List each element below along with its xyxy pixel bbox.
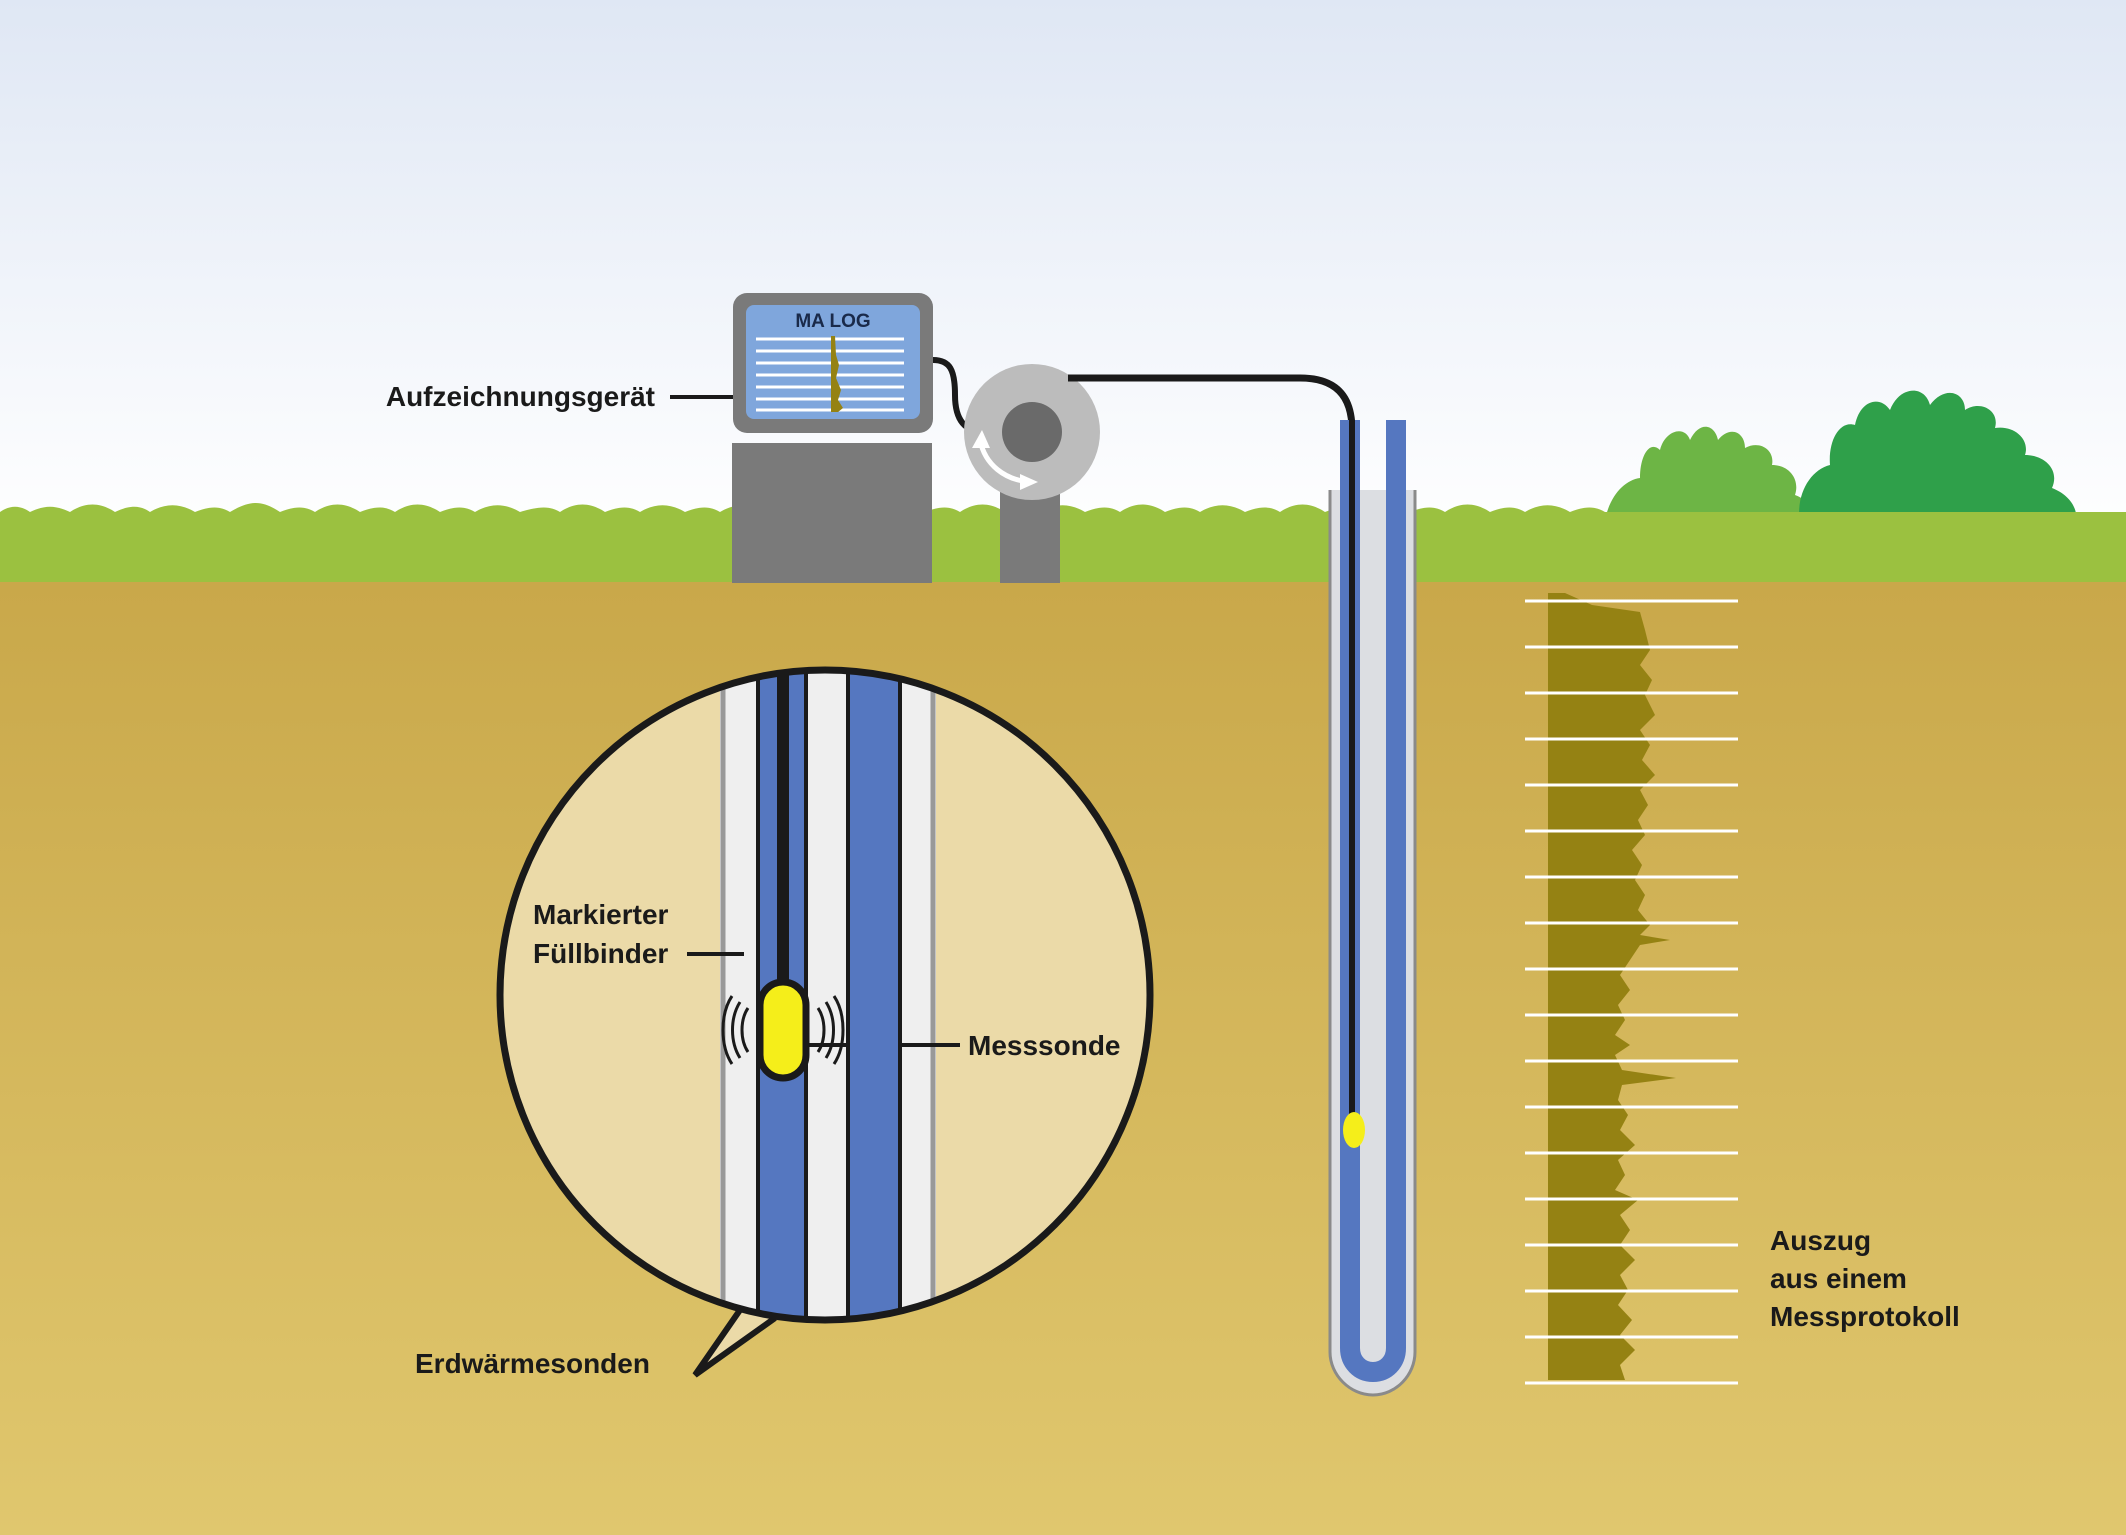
reel-stand: [1000, 490, 1060, 583]
cable-reel-hub: [1002, 402, 1062, 462]
label-excerpt-line2: aus einem: [1770, 1263, 1907, 1294]
reel-arrow-head-2: [1020, 474, 1038, 490]
probe-small: [1343, 1112, 1365, 1148]
heat-probe-u-tube: [1340, 420, 1406, 1383]
borehole-wall-left: [720, 670, 758, 1320]
label-grout-line1: Markierter: [533, 899, 669, 930]
device-screen-title: MA LOG: [795, 311, 870, 332]
bush-light: [1605, 426, 1813, 525]
pipe-right: [848, 670, 900, 1320]
reel-arrow-head-1: [972, 430, 990, 448]
magnified-view: [496, 666, 1154, 1378]
magnifier-tail: [692, 1308, 777, 1378]
borehole-wall-right: [900, 670, 936, 1320]
label-probe: Messsonde: [968, 1030, 1121, 1061]
label-recorder: Aufzeichnungsgerät: [386, 381, 655, 412]
label-grout-line2: Füllbinder: [533, 938, 668, 969]
measurement-log-grid: [1525, 599, 1738, 1385]
label-heat-probes: Erdwärmesonden: [415, 1348, 650, 1379]
grout-center: [806, 670, 848, 1320]
signal-waves-icon: [721, 995, 845, 1065]
screen-log-trace: [831, 336, 843, 412]
bush-dark: [1799, 390, 2077, 525]
label-excerpt-line3: Messprotokoll: [1770, 1301, 1960, 1332]
device-stand: [732, 443, 932, 583]
grass: [0, 503, 720, 582]
grass-right: [720, 504, 2126, 582]
label-excerpt-line1: Auszug: [1770, 1225, 1871, 1256]
probe-magnified: [756, 978, 810, 1082]
measurement-log-trace: [1548, 593, 1676, 1380]
screen-lines: [756, 337, 904, 412]
